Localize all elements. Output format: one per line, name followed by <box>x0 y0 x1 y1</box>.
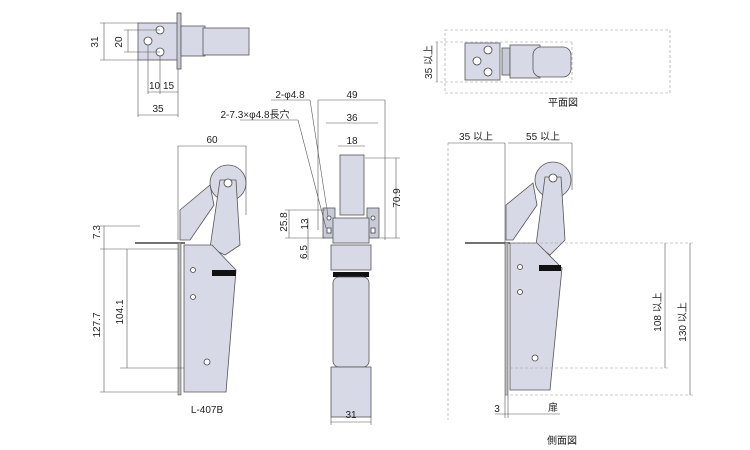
dim-25-8: 25.8 <box>279 212 290 232</box>
flange <box>176 12 182 70</box>
dim-49: 49 <box>346 90 358 101</box>
side-view-left: 60 7.3 127.7 104.1 L-407B <box>92 135 247 416</box>
door-panel <box>177 242 182 396</box>
door-label: 扉 <box>548 401 558 414</box>
body <box>332 276 370 368</box>
dim-7-3: 7.3 <box>92 225 103 239</box>
mount-hole <box>143 36 153 46</box>
plan-view-caption: 平面図 <box>548 97 578 109</box>
dim-35: 35 <box>152 104 164 115</box>
hole-note: 2-φ4.8 <box>275 90 305 101</box>
arm <box>179 184 215 241</box>
side-view-caption: 側面図 <box>547 434 577 447</box>
front-view: 49 36 18 70.9 25.8 13 6.5 2-φ4.8 2-7.3×φ… <box>220 90 403 425</box>
bracket <box>332 217 370 244</box>
roller <box>532 46 572 78</box>
dim-15: 15 <box>163 81 175 92</box>
door-panel <box>504 242 509 396</box>
dim-35-min: 35 以上 <box>423 45 435 79</box>
dim-108-min: 108 以上 <box>652 292 664 331</box>
dim-10: 10 <box>149 81 161 92</box>
clearance-outline <box>444 29 671 94</box>
side-view-right: 35 以上 55 以上 108 以上 130 以上 3 扉 側面図 <box>447 131 695 447</box>
dim-20: 20 <box>114 36 125 48</box>
lever <box>535 176 566 256</box>
model-number: L-407B <box>191 405 224 416</box>
rubber-band <box>333 272 369 277</box>
dim-3: 3 <box>494 404 500 415</box>
dim-31-width: 31 <box>345 410 357 421</box>
rubber-band <box>212 270 236 276</box>
dim-60: 60 <box>206 135 218 146</box>
plan-view: 35 以上 平面図 <box>423 29 671 109</box>
body <box>183 244 237 393</box>
arm <box>505 182 538 241</box>
dim-70-9: 70.9 <box>392 188 403 208</box>
dim-55-min: 55 以上 <box>526 131 560 143</box>
hinge <box>330 244 372 271</box>
mount-plate <box>464 42 501 81</box>
top-left-view: 31 20 10 15 35 <box>90 12 250 117</box>
roller <box>339 154 365 216</box>
dim-18: 18 <box>346 136 358 147</box>
slot-note: 2-7.3×φ4.8長穴 <box>220 108 289 121</box>
base <box>330 366 372 418</box>
dim-6-5: 6.5 <box>299 245 310 259</box>
dim-13: 13 <box>300 218 311 230</box>
dim-130-min: 130 以上 <box>677 302 689 341</box>
roller <box>202 27 250 56</box>
bracket <box>180 25 206 57</box>
dim-31: 31 <box>90 36 101 48</box>
dim-104-1: 104.1 <box>115 299 126 324</box>
dim-36: 36 <box>346 113 358 124</box>
dim-127-7: 127.7 <box>92 312 103 337</box>
lever <box>209 179 241 256</box>
dim-35-min: 35 以上 <box>459 131 493 143</box>
